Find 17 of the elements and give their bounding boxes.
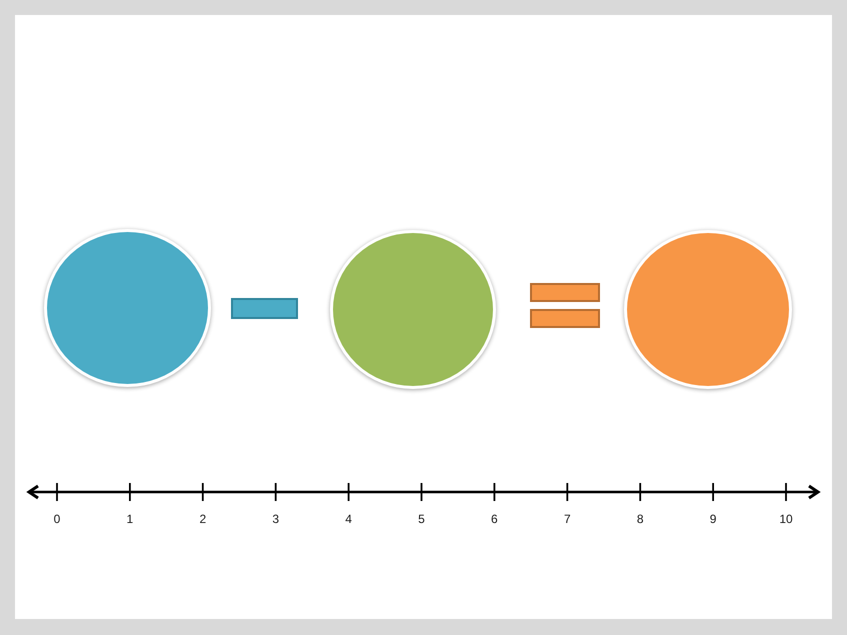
tick-label: 1	[126, 512, 134, 526]
tick-label: 10	[778, 512, 794, 526]
tick-label: 7	[562, 512, 572, 526]
blank-circle	[624, 230, 792, 389]
tick-label: 6	[490, 512, 499, 526]
tick-label: 4	[344, 512, 353, 526]
minus-sign	[231, 298, 298, 319]
tick-label: 3	[271, 512, 280, 526]
equals-sign-bar	[530, 283, 600, 302]
tick-label: 5	[417, 512, 426, 526]
tick-label: 9	[708, 512, 718, 526]
equals-sign-bar	[530, 309, 600, 328]
tick-label: 8	[636, 512, 645, 526]
tick-label: 2	[198, 512, 208, 526]
blank-circle	[44, 229, 211, 387]
blank-circle	[330, 230, 496, 389]
tick-label: 0	[52, 512, 62, 526]
